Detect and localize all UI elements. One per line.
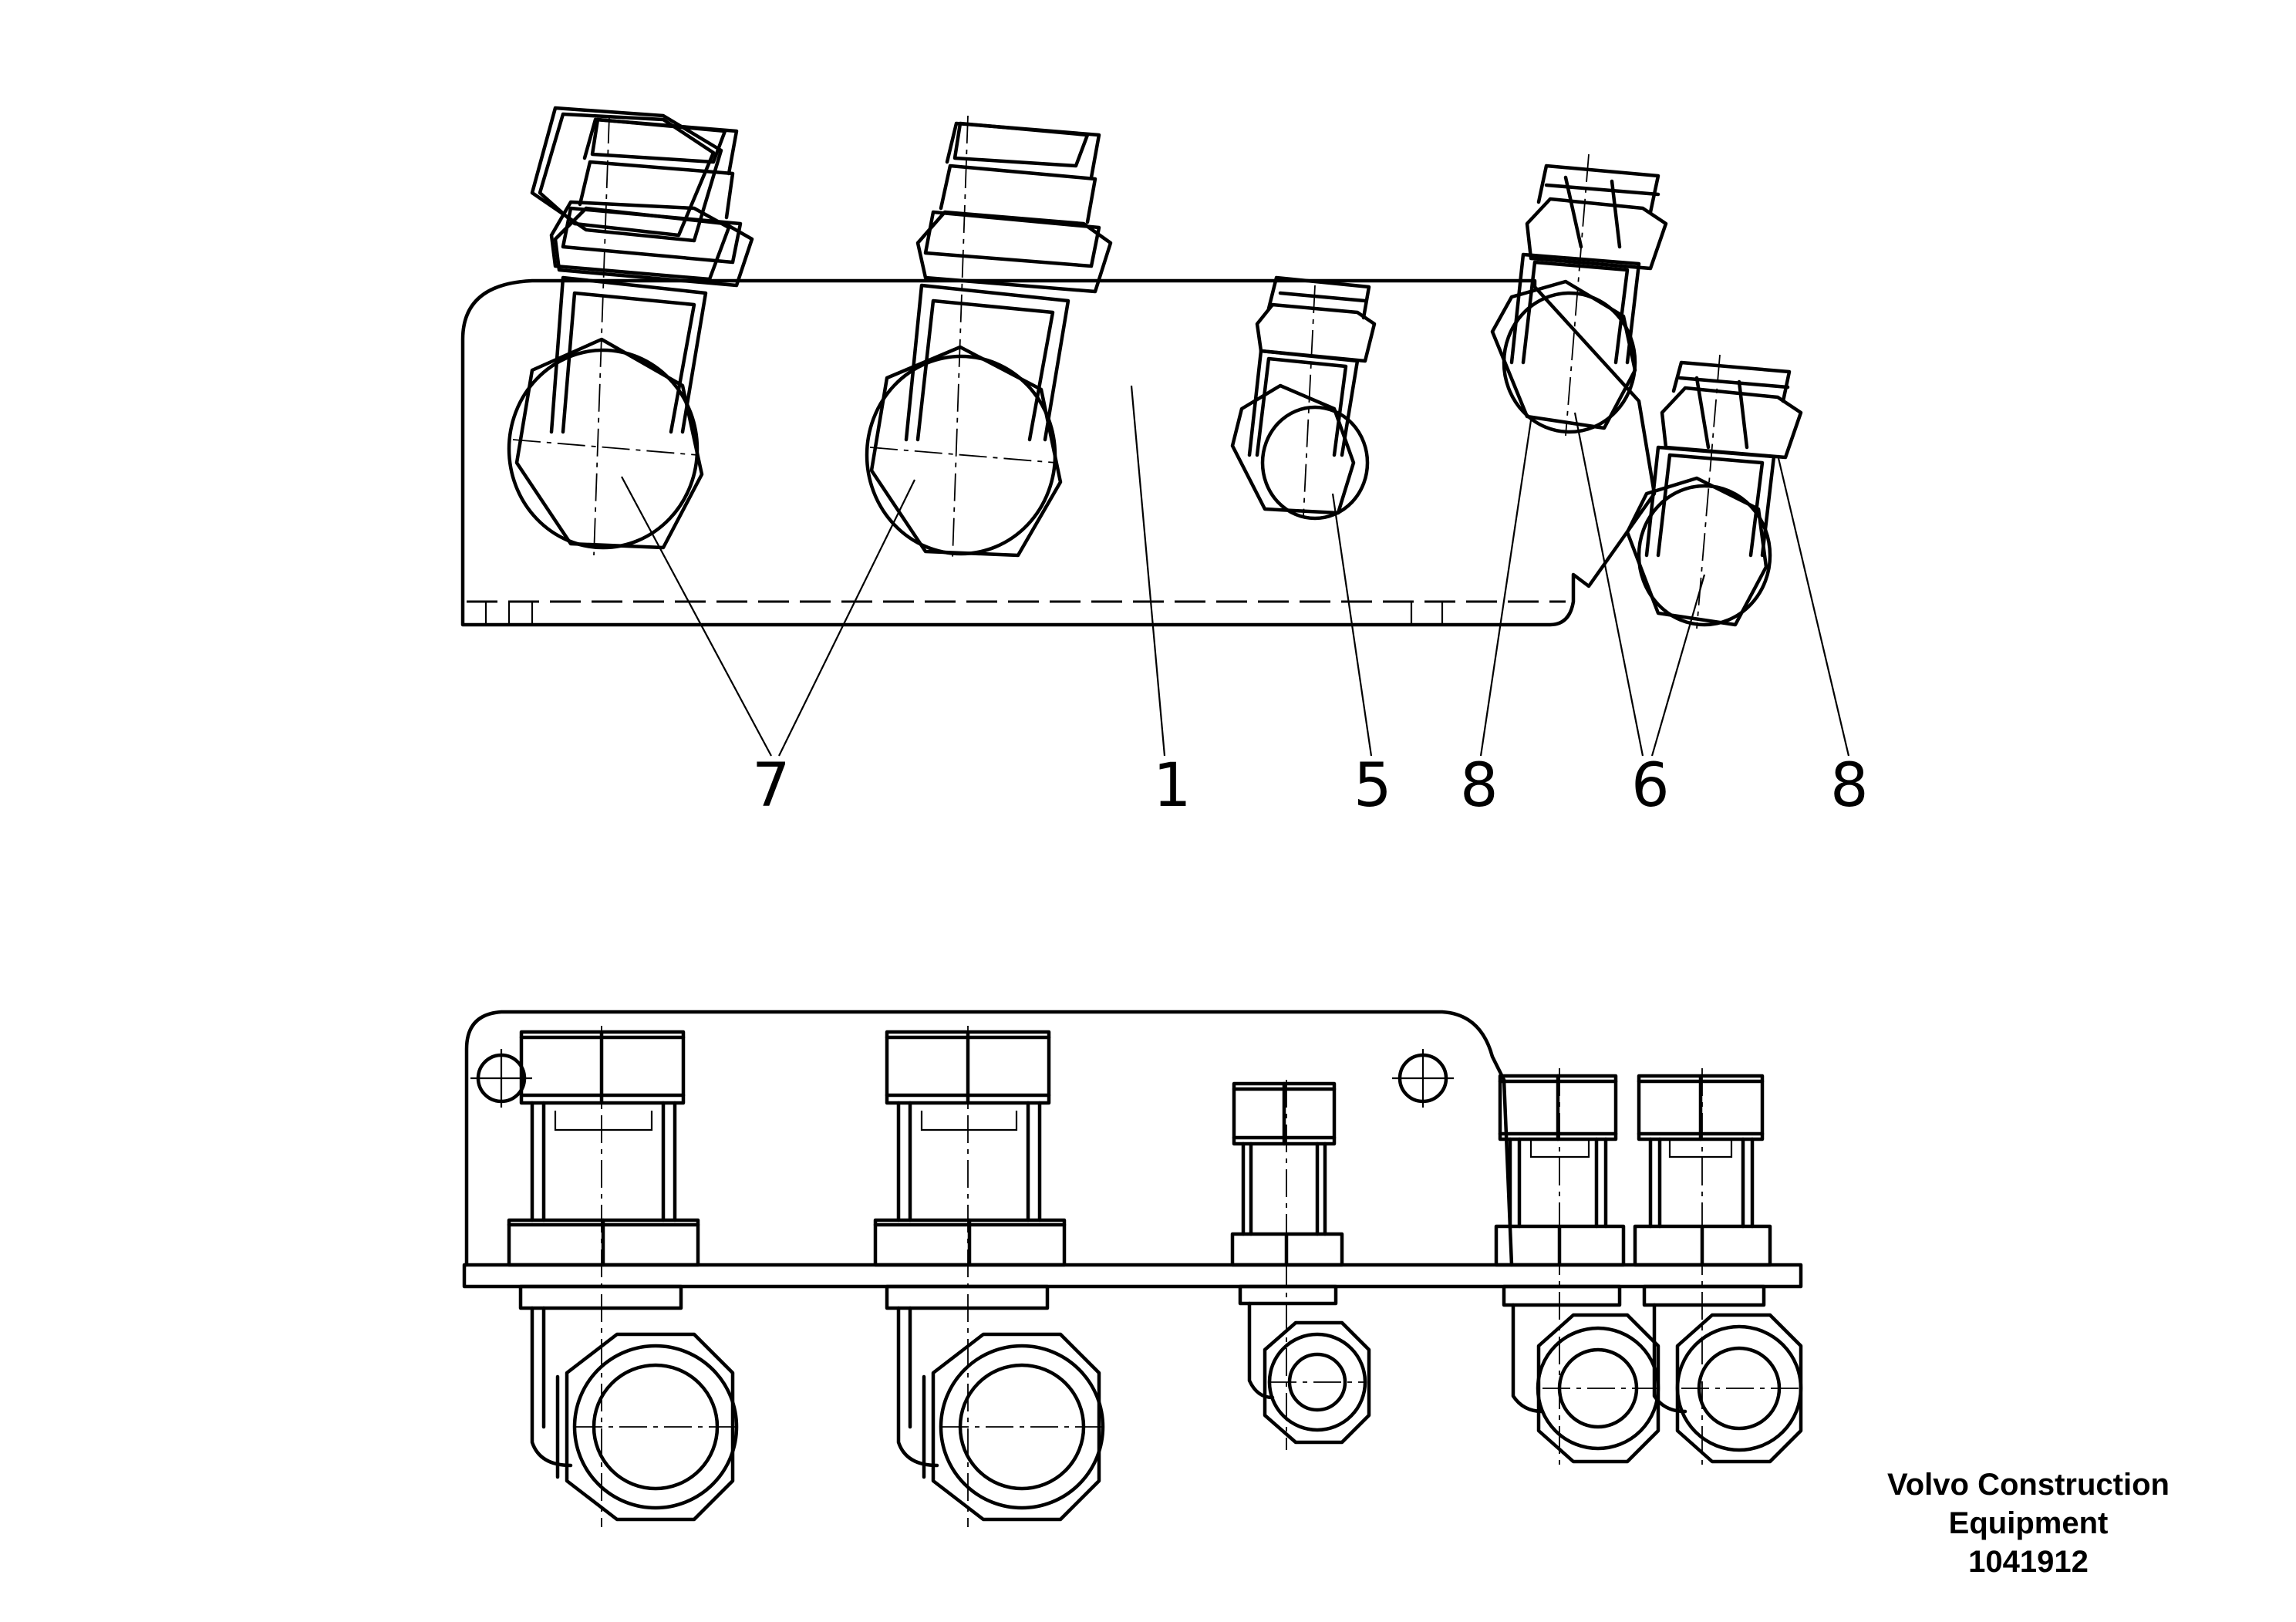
- leader-lines: [621, 385, 1850, 757]
- bottom-fitting-5: [1633, 1068, 1803, 1469]
- fitting-7-right: [865, 115, 1113, 560]
- fitting-6-lower: [1625, 354, 1803, 629]
- callout-8-right: 8: [1830, 751, 1869, 821]
- part-number: 1041912: [1968, 1545, 2089, 1579]
- callout-7: 7: [752, 751, 791, 821]
- bottom-view: [462, 1010, 1803, 1527]
- callout-6: 6: [1631, 751, 1670, 821]
- publisher-name-line1: Volvo Construction: [1887, 1468, 2170, 1502]
- bottom-fitting-2: [873, 1026, 1105, 1527]
- bottom-fitting-4: [1494, 1068, 1660, 1469]
- fitting-5: [1230, 275, 1377, 521]
- bracket-plate-bottom: [464, 1010, 1514, 1267]
- fitting-6-upper: [1490, 153, 1668, 437]
- callout-5: 5: [1354, 751, 1392, 821]
- callout-1: 1: [1153, 751, 1192, 821]
- bottom-fitting-3: [1230, 1080, 1371, 1450]
- callout-8-left: 8: [1460, 751, 1499, 821]
- top-view: 7 1 5 8 6 8: [460, 106, 1869, 821]
- bracket-plate-top: [460, 278, 1657, 627]
- bottom-fitting-1: [507, 1026, 739, 1527]
- publisher-name-line2: Equipment: [1948, 1506, 2109, 1540]
- publisher-block: Volvo Construction Equipment 1041912: [1866, 1465, 2190, 1581]
- fitting-7-left: [507, 106, 754, 556]
